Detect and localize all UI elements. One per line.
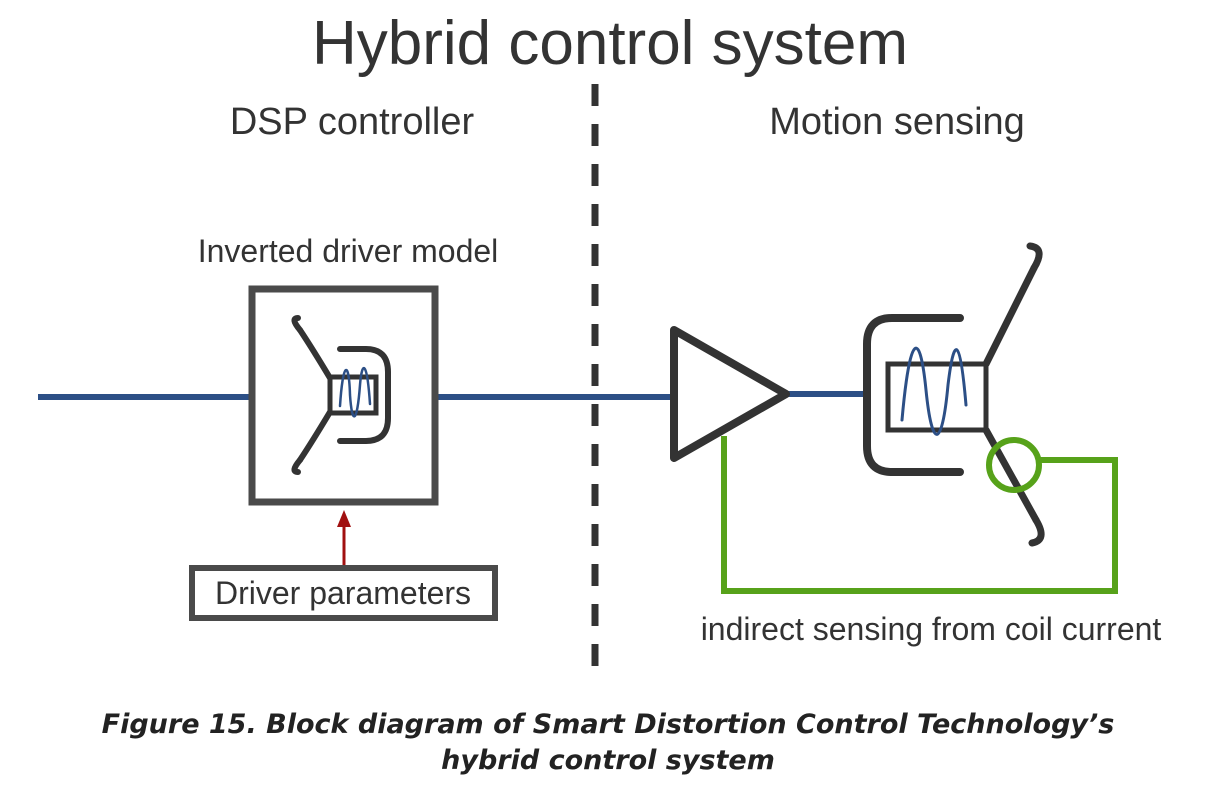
motion-sensing-label: Motion sensing [769,101,1025,143]
driver-parameters-label: Driver parameters [215,575,471,611]
current-sensing-feedback-loop [721,436,1118,594]
driver-parameters-box [189,565,498,621]
figure-caption-line2: hybrid control system [441,745,775,776]
current-sensor-ring [986,437,1042,493]
dsp-controller-label: DSP controller [230,101,475,143]
inverted-driver-model-label: Inverted driver model [198,233,499,269]
amplifier-triangle [670,326,790,462]
feedback-label: indirect sensing from coil current [701,611,1162,647]
diagram-title: Hybrid control system [312,9,908,78]
parameter-arrow-head [337,510,351,527]
figure-caption-line1: Figure 15. Block diagram of Smart Distor… [102,709,1115,740]
inverted-speaker-icon [291,315,391,475]
speaker-icon [863,242,1045,547]
